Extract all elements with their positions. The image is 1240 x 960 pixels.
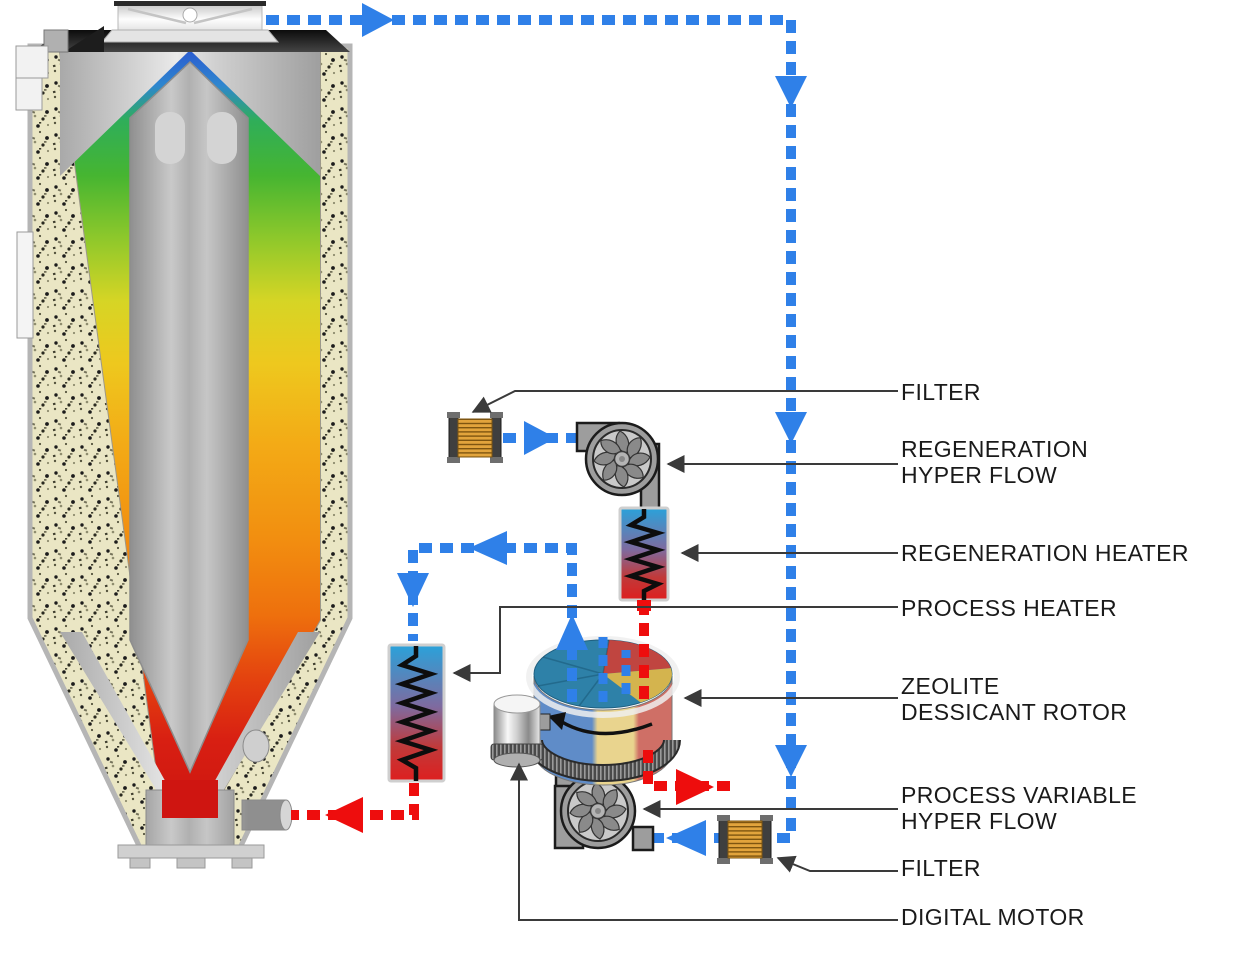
impeller — [569, 782, 627, 840]
process-filter — [717, 815, 773, 864]
hopper-fitting-box — [15, 77, 43, 111]
process-heater — [387, 643, 446, 783]
rotor-rotation-arrow — [561, 720, 653, 736]
regeneration-filter — [447, 412, 503, 463]
label-filter-top: FILTER — [901, 379, 981, 405]
flow-arrow-left — [325, 797, 363, 833]
label-regeneration-heater: REGENERATION HEATER — [901, 540, 1189, 566]
spreader-slot — [155, 112, 185, 164]
heater-element — [394, 646, 439, 781]
rotor-rotation-arrowhead — [548, 712, 566, 730]
hopper-fitting-box — [15, 45, 49, 79]
drying-hopper — [15, 1, 353, 869]
hopper-cone-port — [242, 729, 270, 763]
hopper-lid — [100, 1, 280, 43]
flow-arrow-right — [524, 421, 556, 455]
hopper-inlet-pipe — [241, 799, 287, 831]
flow-arrow-right — [676, 769, 714, 805]
regeneration-blower — [575, 421, 661, 510]
flow-arrow-right — [362, 3, 394, 37]
lid-knob — [182, 7, 198, 23]
flow-arrow-left — [666, 820, 706, 856]
hopper-inlet-pipe-end — [279, 799, 293, 831]
hopper-outlet-material — [162, 780, 218, 818]
label-filter-bottom: FILTER — [901, 855, 981, 881]
callout-process-heater — [452, 606, 898, 682]
hopper-headspace-left — [60, 52, 188, 176]
hopper-side-box — [16, 231, 34, 339]
label-process-variable-hyper-flow: PROCESS VARIABLE HYPER FLOW — [901, 782, 1138, 834]
regeneration-heater — [618, 506, 670, 611]
hopper-outlet-foot — [231, 857, 253, 869]
callout-filter-bottom — [776, 855, 898, 873]
label-regeneration-hyper-flow: REGENERATION HYPER FLOW — [901, 436, 1089, 488]
flow-arrow-left — [469, 531, 507, 565]
hopper-cone-wall-left — [60, 632, 168, 796]
label-zeolite-dessicant-rotor: ZEOLITE DESSICANT ROTOR — [901, 673, 1128, 725]
callout-filter-top — [471, 390, 898, 413]
lid-shadow-wedge — [64, 26, 104, 52]
digital-motor — [490, 694, 551, 768]
label-digital-motor: DIGITAL MOTOR — [901, 904, 1085, 930]
callout-digital-motor — [510, 762, 898, 921]
hopper-headspace-right — [192, 52, 320, 176]
heater-element — [623, 509, 666, 600]
rotor-sector-cooling — [603, 668, 672, 703]
flow-arrow-down — [775, 412, 807, 444]
spreader-slot — [207, 112, 237, 164]
hopper-outlet-flange — [117, 844, 265, 859]
rotor-sector-regeneration — [603, 640, 671, 674]
hopper-cone-wall-right — [212, 632, 320, 796]
hopper-outlet-foot — [176, 857, 206, 869]
impeller — [593, 430, 651, 488]
hopper-spreader-cone — [129, 60, 249, 774]
lid-bracket — [43, 29, 69, 53]
flow-arrow-up — [556, 614, 588, 650]
flow-arrow-down — [397, 573, 429, 607]
hopper-outlet-foot — [129, 857, 151, 869]
flow-arrow-down — [775, 76, 807, 108]
flow-arrow-down — [775, 745, 807, 777]
label-process-heater: PROCESS HEATER — [901, 595, 1118, 621]
